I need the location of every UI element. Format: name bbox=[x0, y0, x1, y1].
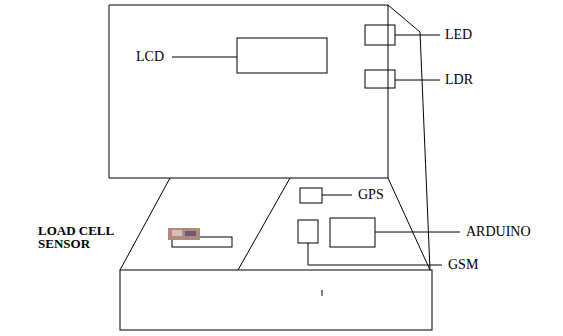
part-label: LDR bbox=[445, 72, 473, 87]
leader-line bbox=[375, 232, 460, 233]
front-box bbox=[120, 270, 432, 330]
gsm-box bbox=[298, 220, 318, 243]
ldr-box bbox=[365, 70, 395, 88]
lcd-box bbox=[237, 38, 327, 73]
part-label: LED bbox=[445, 27, 472, 42]
load-cell-picture bbox=[172, 230, 182, 236]
part-label: LCD bbox=[136, 49, 164, 64]
tick-mark bbox=[322, 290, 323, 296]
leader-line bbox=[395, 80, 440, 81]
display-panel bbox=[109, 5, 388, 178]
gps-box bbox=[300, 188, 322, 203]
base-edge bbox=[388, 178, 430, 270]
leader-line bbox=[308, 243, 442, 265]
leader-line bbox=[172, 57, 237, 58]
leader-line bbox=[395, 35, 440, 36]
arduino-box bbox=[330, 218, 375, 247]
part-label: LOAD CELL SENSOR bbox=[38, 224, 118, 250]
part-label: GSM bbox=[448, 257, 478, 272]
base-edge bbox=[120, 178, 170, 270]
load-cell-picture bbox=[168, 228, 200, 240]
load-cell-picture bbox=[185, 231, 196, 236]
base-divider bbox=[238, 178, 290, 270]
part-label: ARDUINO bbox=[466, 224, 531, 239]
led-box bbox=[365, 25, 395, 45]
leader-line bbox=[322, 195, 352, 196]
load-cell-picture bbox=[168, 228, 200, 240]
part-label: GPS bbox=[358, 187, 384, 202]
